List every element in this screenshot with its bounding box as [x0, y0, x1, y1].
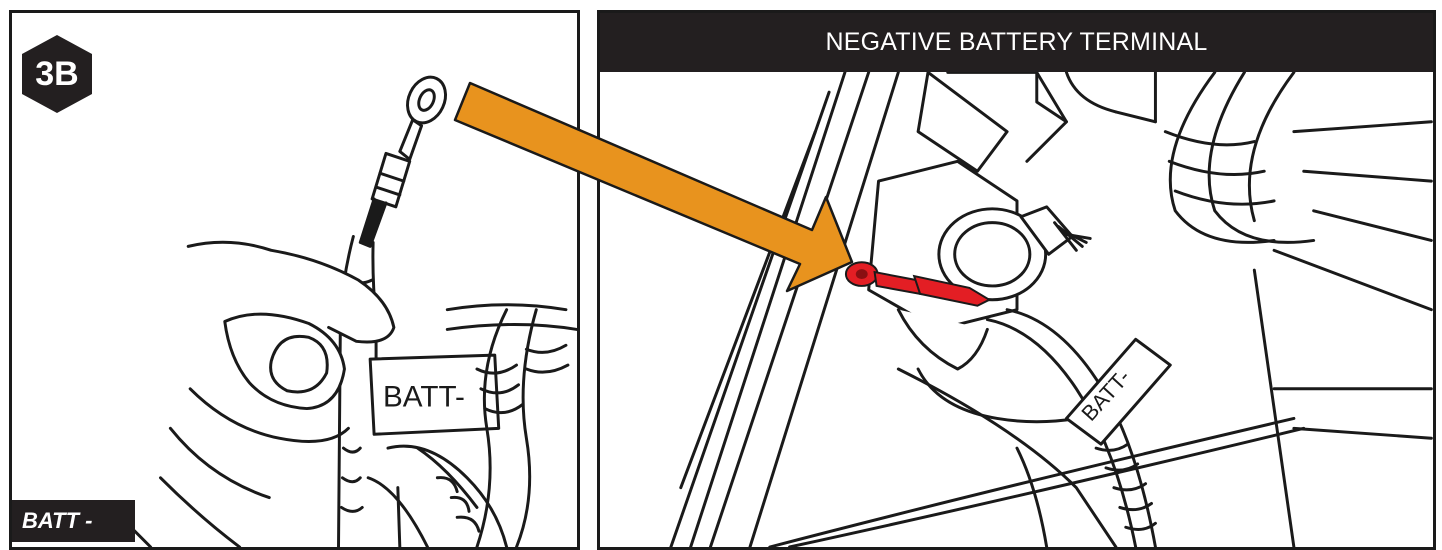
corner-wire-label: BATT - [12, 500, 135, 542]
battery-terminal-illustration: BATT- [669, 70, 1433, 547]
right-illustration-panel: BATT- NEGAT [597, 10, 1436, 550]
left-illustration-panel: BATT- 3B BATT - [9, 10, 580, 550]
step-badge: 3B [20, 33, 94, 115]
ring-terminal-hand-illustration: BATT- [129, 75, 577, 547]
step-number: 3B [35, 54, 79, 93]
panel-header: NEGATIVE BATTERY TERMINAL [600, 13, 1433, 72]
left-wire-tag-text: BATT- [383, 381, 465, 414]
hexagon-badge-icon [22, 35, 92, 113]
